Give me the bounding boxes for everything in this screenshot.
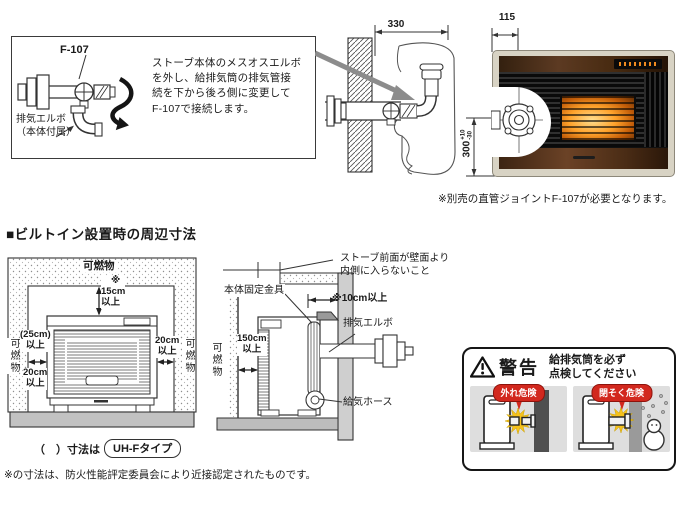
exhaust-elbow-callout: 排気エルボ — [343, 318, 393, 329]
tol-minus: -30 — [467, 131, 473, 140]
section-heading: ■ビルトイン設置時の周辺寸法 — [6, 227, 197, 242]
dim-150cm-unit: 以上 — [242, 343, 262, 355]
combustible-top-label: 可燃物 — [80, 260, 118, 273]
f107-label: F-107 — [60, 44, 89, 56]
air-hose-callout: 給気ホース — [343, 397, 393, 408]
exhaust-elbow-sublabel: （本体付属） — [16, 127, 76, 138]
dim-25cm-label: (25cm) 以上 — [20, 329, 51, 352]
hazard-panel-blockage: 閉そく危険 — [573, 383, 670, 452]
f107-note-box: F-107 排気エルボ （本体付属） ストーブ本体のメスオスエルボ を外し、給排… — [11, 36, 316, 159]
control-display — [614, 59, 662, 69]
side-slats — [644, 72, 668, 147]
detach-illustration — [479, 389, 549, 452]
bracket-label: 本体固定金具 — [223, 284, 285, 297]
dim-20cm-right-unit: 以上 — [157, 345, 177, 357]
combustible-left-label: 可燃物 — [7, 338, 19, 374]
front-note-line2: 内側に入らないこと — [340, 266, 430, 277]
hazard-panels: 外れ危険 閉そく危険 — [470, 383, 670, 452]
flame-grille-lines — [561, 96, 635, 140]
dim-150cm-label: 150cm 以上 — [237, 333, 267, 356]
warning-message: 給排気筒を必ず 点検してください — [549, 353, 636, 382]
dim-20cm-left-value: 20cm — [23, 367, 48, 378]
dim-300-value: 300 — [461, 140, 473, 158]
wall-section-diagram — [315, 25, 456, 175]
warning-message-line2: 点検してください — [549, 368, 637, 381]
dim-25cm-value: (25cm) — [20, 329, 51, 340]
dim-15cm-unit: 以上 — [101, 296, 121, 308]
flue-cutout — [491, 87, 551, 157]
uhf-type-box: UH-Fタイプ — [104, 439, 182, 458]
stove-product-photo — [491, 50, 675, 177]
flame-window — [559, 94, 637, 142]
dim-300-label: 300+10-30 — [461, 115, 474, 173]
caption-prefix: （ ）寸法は — [34, 443, 100, 456]
side-installation-diagram — [216, 259, 414, 441]
detach-hazard-pointer — [514, 397, 523, 410]
exhaust-elbow-label: 排気エルボ — [16, 114, 66, 125]
handle — [573, 156, 596, 159]
dim-10cm-label: ※10cm以上 — [332, 293, 388, 304]
combustible-right-label: 可燃物 — [182, 338, 194, 374]
wood-bottom-panel — [499, 148, 668, 169]
detach-hazard-label: 外れ危険 — [492, 383, 545, 402]
dim-25cm-unit: 以上 — [25, 339, 45, 351]
pipe-fitting-drawing — [17, 54, 134, 138]
warning-box: 警告 給排気筒を必ず 点検してください 外れ危険 — [462, 347, 676, 471]
blockage-hazard-label: 閉そく危険 — [590, 383, 653, 402]
instruction-line: を外し、給排気筒の排気管接 — [152, 72, 292, 85]
warning-triangle-icon — [470, 356, 495, 378]
warning-header: 警告 給排気筒を必ず 点検してください — [470, 353, 668, 382]
dim-115-label: 115 — [498, 12, 516, 23]
dimension-caption: （ ）寸法は UH-Fタイプ — [34, 439, 182, 458]
instruction-line: 続を下から後ろ側に変更して — [152, 87, 291, 100]
dim-20cm-left-label: 20cm 以上 — [23, 367, 48, 390]
front-alignment-note: ストーブ前面が壁面より 内側に入らないこと — [340, 252, 449, 278]
hazard-panel-detach: 外れ危険 — [470, 383, 567, 452]
wood-top-panel — [499, 56, 668, 72]
combustible-side-label: 可燃物 — [209, 342, 221, 378]
dim-15cm-value: 15cm — [101, 285, 126, 297]
footnote: ※の寸法は、防火性能評定委員会により近接認定されたものです。 — [4, 469, 317, 481]
dim-300-tolerance: +10-30 — [461, 130, 474, 140]
instruction-line: ストーブ本体のメスオスエルボ — [152, 57, 302, 69]
display-readout — [619, 62, 657, 66]
instruction-text: ストーブ本体のメスオスエルボ を外し、給排気筒の排気管接 続を下から後ろ側に変更… — [152, 56, 314, 117]
joint-note: ※別売の直管ジョイントF-107が必要となります。 — [438, 193, 673, 205]
asterisk-mark: ※ — [111, 275, 121, 286]
dim-20cm-right-value: 20cm — [155, 335, 180, 346]
blockage-hazard-pointer — [617, 397, 626, 410]
warning-message-line1: 給排気筒を必ず — [549, 354, 626, 366]
flue-fitting-drawing — [491, 87, 543, 153]
dim-20cm-right-label: 20cm 以上 — [155, 335, 180, 358]
dim-150cm-value: 150cm — [237, 333, 267, 344]
dim-330-label: 330 — [387, 19, 405, 30]
warning-title: 警告 — [499, 358, 539, 379]
dim-15cm-label: ※ 15cm 以上 — [101, 275, 126, 309]
front-note-line1: ストーブ前面が壁面より — [340, 253, 450, 264]
dim-20cm-left-unit: 以上 — [25, 377, 45, 389]
instruction-line: F-107で接続します。 — [152, 102, 255, 115]
